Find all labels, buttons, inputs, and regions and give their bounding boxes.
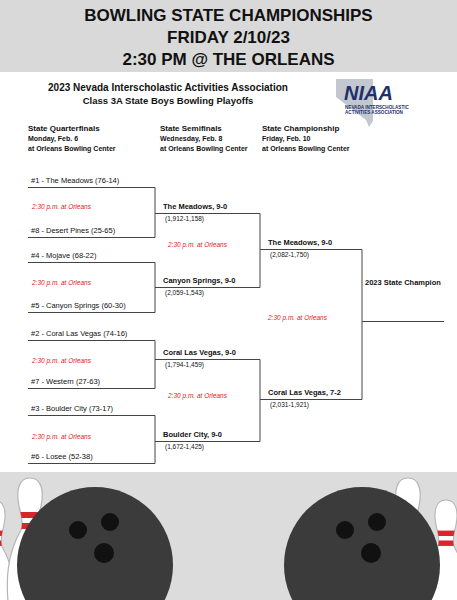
team-name: #6 - Losee (52-38) [31,452,155,461]
score: (1,912-1,158) [165,215,204,223]
match-time: 2:30 p.m. at Orleans [268,314,327,321]
bracket-slot: The Meadows, 9-0(2,082-1,750) [260,238,362,250]
bracket-slot: #1 - The Meadows (76-14) [28,176,155,188]
team-name: 2023 State Champion [365,278,444,287]
score: (1,672-1,425) [165,443,204,451]
team-name: #2 - Coral Las Vegas (74-16) [31,329,155,338]
bracket-connector [155,442,156,464]
team-name: Canyon Springs, 9-0 [163,276,260,285]
banner-line: FRIDAY 2/10/23 [0,27,457,49]
team-name: #1 - The Meadows (76-14) [31,176,155,185]
bracket-slot: #5 - Canyon Springs (60-30) [28,301,155,313]
bracket-slot: Coral Las Vegas, 7-2(2,031-1,921) [260,388,362,400]
bracket-slot: #6 - Losee (52-38) [28,452,155,464]
match-time: 2:30 p.m. at Orleans [168,241,227,248]
bracket-slot: #3 - Boulder City (73-17) [28,404,155,416]
logo-text: NIAA [344,82,393,105]
champion-slot: 2023 State Champion [362,278,444,322]
score: (1,794-1,459) [165,361,204,369]
logo-text: NEVADA INTERSCHOLASTIC ACTIVITIES ASSOCI… [345,105,425,116]
column-heading: Wednesday, Feb. 8 [160,135,222,143]
team-name: Coral Las Vegas, 7-2 [268,388,362,397]
bracket-heading: Class 3A State Boys Bowling Playoffs [18,96,318,107]
column-heading: at Orleans Bowling Center [262,145,350,153]
bracket-slot: #2 - Coral Las Vegas (74-16) [28,329,155,341]
score: (2,031-1,921) [270,401,309,409]
bracket-slot: Coral Las Vegas, 9-0(1,794-1,459) [155,348,260,360]
match-time: 2:30 p.m. at Orleans [168,392,227,399]
bracket-slot: Canyon Springs, 9-0(2,059-1,543) [155,276,260,288]
match-time: 2:30 p.m. at Orleans [32,279,91,286]
match-time: 2:30 p.m. at Orleans [32,357,91,364]
bracket-connector [155,288,156,313]
match-time: 2:30 p.m. at Orleans [32,203,91,210]
bracket-slot: #8 - Desert Pines (25-65) [28,226,155,238]
bracket-connector [260,400,261,442]
team-name: #4 - Mojave (68-22) [31,251,155,260]
column-heading: at Orleans Bowling Center [160,145,248,153]
column-heading: Monday, Feb. 6 [28,135,78,143]
banner-line: BOWLING STATE CHAMPIONSHIPS [0,5,457,27]
bracket-slot: The Meadows, 9-0(1,912-1,158) [155,202,260,214]
match-time: 2:30 p.m. at Orleans [32,433,91,440]
team-name: The Meadows, 9-0 [268,238,362,247]
column-heading: Friday, Feb. 10 [262,135,311,143]
team-name: #7 - Western (27-63) [31,377,155,386]
team-name: The Meadows, 9-0 [163,202,260,211]
bracket-connector [155,360,156,389]
bracket-heading: 2023 Nevada Interscholastic Activities A… [18,82,318,94]
column-heading: State Semifinals [160,124,222,133]
score: (2,082-1,750) [270,251,309,259]
score: (2,059-1,543) [165,289,204,297]
bracket-connector [260,250,261,288]
team-name: Coral Las Vegas, 9-0 [163,348,260,357]
team-name: Boulder City, 9-0 [163,430,260,439]
bracket-slot: #4 - Mojave (68-22) [28,251,155,263]
team-name: #5 - Canyon Springs (60-30) [31,301,155,310]
banner-line: 2:30 PM @ THE ORLEANS [0,49,457,71]
bracket-slot: Boulder City, 9-0(1,672-1,425) [155,430,260,442]
column-heading: at Orleans Bowling Center [28,145,116,153]
team-name: #3 - Boulder City (73-17) [31,404,155,413]
team-name: #8 - Desert Pines (25-65) [31,226,155,235]
column-heading: State Quarterfinals [28,124,100,133]
bracket-slot: #7 - Western (27-63) [28,377,155,389]
title-banner: BOWLING STATE CHAMPIONSHIPSFRIDAY 2/10/2… [0,0,457,72]
column-heading: State Championship [262,124,339,133]
